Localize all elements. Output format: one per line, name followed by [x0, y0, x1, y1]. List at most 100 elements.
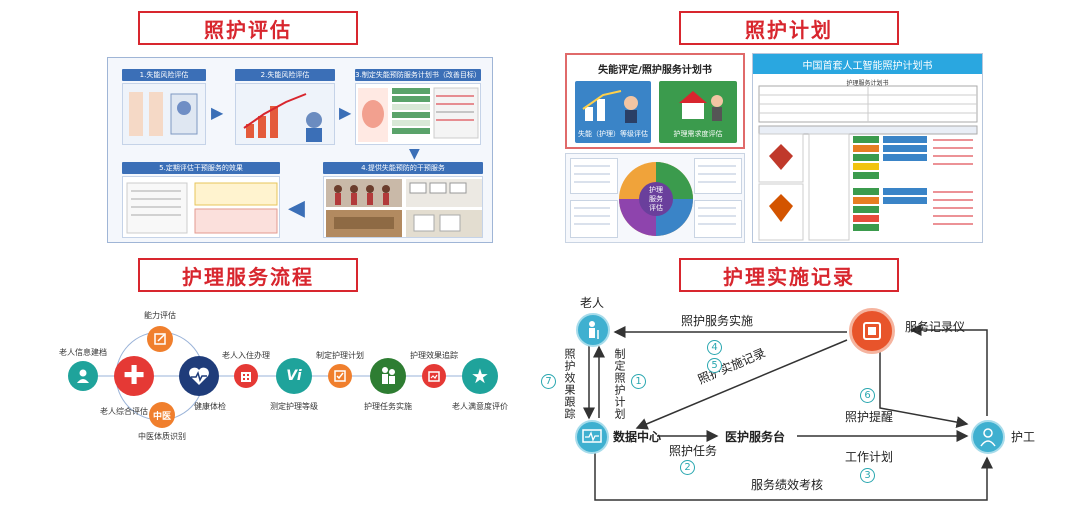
step-4-caption: 4.提供失能预防的干预服务 [323, 162, 483, 174]
body-scan-illustration [129, 92, 198, 136]
care-task-label: 照护任务 [669, 444, 718, 458]
arrow-2-3: ▶ [339, 103, 352, 122]
recorder-device-icon [863, 322, 881, 340]
caregiver-icon [382, 367, 395, 384]
wheel-center-text: 护理 服务 评估 [649, 186, 663, 212]
step-1-caption: 1.失能风险评估 [122, 69, 206, 81]
badge-7: 7 [541, 374, 556, 389]
arrow-4-5: ◀ [288, 196, 305, 221]
service-recorder-icon[interactable] [849, 308, 895, 354]
step-2-caption: 2.失能风险评估 [235, 69, 335, 81]
label-care-plan: 制定护理计划 [316, 351, 364, 360]
label-care-task: 护理任务实施 [364, 402, 412, 411]
data-center-label: 数据中心 [613, 430, 662, 444]
plan-left-card: 失能评定/照护服务计划书 失能（护理）等级评估 护理需求度评估 [565, 53, 745, 149]
ai-care-plan-title: 中国首套人工智能照护计划书 [753, 54, 982, 74]
badge-4: 4 [707, 340, 722, 355]
wheel-list-tr [694, 158, 742, 194]
effect-tracking-vertical-label: 照护效果跟踪 [563, 348, 576, 420]
wheel-list-tl [570, 158, 618, 194]
record-arrows [583, 324, 993, 501]
label-care-level: 测定护理等级 [270, 402, 318, 411]
heart-pulse-icon [189, 367, 209, 385]
label-admission: 老人入住办理 [222, 351, 270, 360]
badge-2: 2 [680, 460, 695, 475]
label-satisfaction: 老人满意度评价 [452, 402, 508, 411]
title-plan: 照护计划 [679, 11, 899, 45]
plan-wheel-card: 护理 服务 评估 [565, 153, 745, 243]
care-implementation-label: 照护服务实施 [681, 314, 754, 328]
house-icon [679, 91, 723, 121]
title-process: 护理服务流程 [138, 258, 358, 292]
assessment-panel: 1.失能风险评估 ▶ 2.失能风险评估 ▶ 3.制定失能预防服务计划书（改善目标… [107, 57, 493, 243]
ability-assessment-icon[interactable] [147, 326, 173, 352]
label-effect-tracking: 护理效果追踪 [410, 351, 458, 360]
step-5-image [122, 176, 280, 238]
work-plan-label: 工作计划 [845, 450, 894, 464]
label-comprehensive-assessment: 老人综合评估 [100, 407, 148, 416]
label-health-exam: 健康体检 [194, 402, 226, 411]
wheel-list-lines [574, 165, 736, 225]
comprehensive-assessment-icon[interactable]: ✚ [114, 356, 154, 396]
step-3-image [355, 83, 481, 145]
intervention-photos-illustration [326, 179, 482, 237]
ai-care-plan-document: 中国首套人工智能照护计划书 护理服务计划书 [752, 53, 983, 243]
health-exam-icon[interactable] [179, 356, 219, 396]
service-plan-table-illustration [358, 87, 479, 142]
person-icon [77, 369, 89, 383]
badge-5: 5 [707, 358, 722, 373]
arrow-3-4: ▼ [409, 146, 420, 162]
effect-tracking-icon[interactable] [422, 364, 446, 388]
care-level-icon[interactable]: Vi [276, 358, 312, 394]
make-plan-vertical-label: 制定照护计划 [613, 348, 626, 420]
care-plan-icon[interactable] [328, 364, 352, 388]
caregiver-node-label: 护工 [1011, 430, 1036, 444]
disability-assessment-label: 失能（护理）等级评估 [578, 130, 648, 138]
evaluation-report-illustration [126, 182, 278, 234]
arrow-1-2: ▶ [211, 103, 224, 122]
needs-assessment-button[interactable]: 护理需求度评估 [659, 81, 737, 143]
monitor-pulse-icon [582, 429, 602, 443]
risk-chart-illustration [243, 93, 322, 142]
assessment-wheel [619, 162, 693, 236]
nurse-icon [980, 428, 996, 447]
step-4-image [323, 176, 483, 238]
title-assessment: 照护评估 [138, 11, 358, 45]
elderly-person-icon [589, 321, 599, 339]
building-icon [241, 372, 251, 382]
badge-6: 6 [860, 388, 875, 403]
title-record: 护理实施记录 [679, 258, 899, 292]
care-reminder-label: 照护提醒 [845, 410, 894, 424]
care-task-icon[interactable] [370, 358, 406, 394]
record-panel: 老人 服务记录仪 数据中心 医护服务台 护工 照护服务实施 照护实施记录 照护提… [535, 290, 1080, 531]
service-recorder-label: 服务记录仪 [905, 320, 966, 334]
disability-assessment-button[interactable]: 失能（护理）等级评估 [575, 81, 651, 143]
label-elder-profile: 老人信息建档 [59, 348, 107, 357]
step-2-image [235, 83, 335, 145]
wheel-list-bl [570, 200, 618, 238]
badge-3: 3 [860, 468, 875, 483]
elder-node-label: 老人 [580, 296, 605, 310]
elder-profile-icon[interactable] [68, 361, 98, 391]
performance-label: 服务绩效考核 [751, 478, 824, 492]
chart-icon [582, 90, 638, 123]
step-1-image [122, 83, 206, 145]
needs-assessment-label: 护理需求度评估 [673, 130, 723, 138]
badge-1: 1 [631, 374, 646, 389]
wheel-list-br [694, 200, 742, 238]
elder-node-icon[interactable] [576, 313, 610, 347]
care-plan-table [758, 85, 978, 241]
step-3-caption: 3.制定失能预防服务计划书（改善目标） [355, 69, 481, 81]
edit-icon [154, 333, 166, 345]
satisfaction-icon[interactable]: ★ [462, 358, 498, 394]
admission-icon[interactable] [234, 364, 258, 388]
data-center-icon[interactable] [575, 420, 609, 454]
caregiver-node-icon[interactable] [971, 420, 1005, 454]
medical-desk-label: 医护服务台 [725, 430, 786, 444]
ai-care-plan-subtitle: 护理服务计划书 [846, 80, 889, 87]
label-tcm-constitution: 中医体质识别 [138, 432, 186, 441]
calendar-icon [428, 371, 440, 382]
tcm-constitution-icon[interactable]: 中医 [149, 402, 175, 428]
checklist-icon [334, 370, 346, 382]
process-panel: 老人信息建档 ✚ 老人综合评估 能力评估 健康体检 中医 中医体质识别 老人入住… [52, 300, 512, 450]
